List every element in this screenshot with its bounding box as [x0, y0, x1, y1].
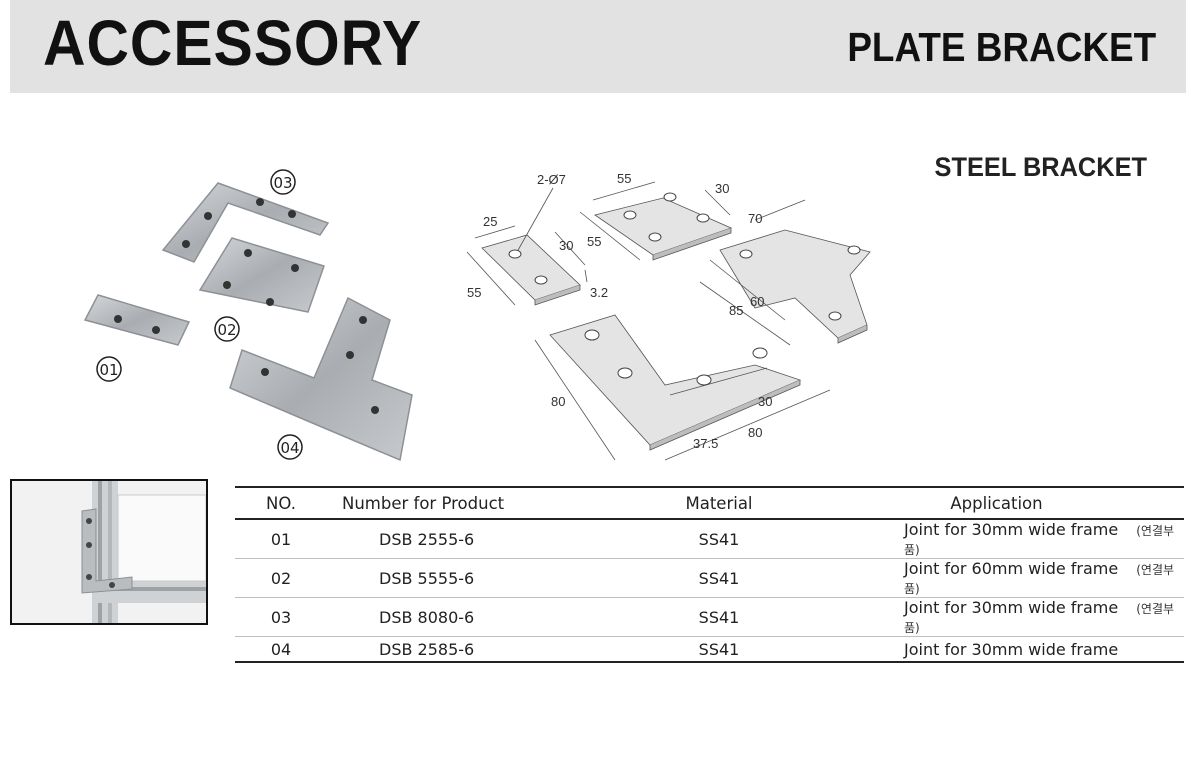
dim-80-bottom: 80	[748, 425, 762, 440]
dim-37-5: 37.5	[693, 436, 718, 451]
photo-label-02: 02	[214, 316, 240, 342]
cell-product: DSB 8080-6	[327, 597, 629, 637]
section-label: STEEL BRACKET	[934, 152, 1147, 182]
dim-60: 60	[750, 294, 764, 309]
table-row: 03 DSB 8080-6 SS41 Joint for 30mm wide f…	[235, 597, 1184, 637]
dim-55-top: 55	[617, 171, 631, 186]
table-row: 01 DSB 2555-6 SS41 Joint for 30mm wide f…	[235, 519, 1184, 559]
cell-application: Joint for 30mm wide frame	[809, 636, 1184, 663]
plate-02-photo	[198, 237, 325, 313]
col-header-product: Number for Product	[327, 486, 629, 520]
table-row: 02 DSB 5555-6 SS41 Joint for 60mm wide f…	[235, 558, 1184, 598]
cell-no: 01	[235, 519, 327, 559]
cell-material: SS41	[629, 558, 809, 598]
photo-label-04: 04	[277, 434, 303, 460]
dimension-drawing: 2-Ø7 25 30 55 3.2 55 30 55 70 60 85 80 3…	[466, 171, 871, 461]
dim-holes: 2-Ø7	[537, 172, 566, 187]
cell-no: 03	[235, 597, 327, 637]
col-header-material: Material	[629, 486, 809, 520]
bracket-mounted-image	[12, 481, 206, 623]
bracket-photo-illustration: 03 02 01 04	[83, 169, 413, 462]
svg-text:01: 01	[99, 361, 118, 379]
cell-no: 02	[235, 558, 327, 598]
page-title: ACCESSORY	[43, 7, 423, 79]
plate-03-photo	[161, 182, 330, 263]
application-text: Joint for 30mm wide frame	[904, 598, 1119, 617]
dim-80-left: 80	[551, 394, 565, 409]
svg-text:02: 02	[217, 321, 236, 339]
dim-85: 85	[729, 303, 743, 318]
photo-label-03: 03	[270, 169, 296, 195]
dim-70: 70	[748, 211, 762, 226]
dim-55-left: 55	[587, 234, 601, 249]
dim-55-small: 55	[467, 285, 481, 300]
header-bar: ACCESSORY PLATE BRACKET	[10, 0, 1186, 93]
col-header-no: NO.	[235, 486, 327, 520]
dim-30-top: 30	[715, 181, 729, 196]
cell-product: DSB 2585-6	[327, 636, 629, 663]
svg-text:04: 04	[280, 439, 299, 457]
application-text: Joint for 60mm wide frame	[904, 559, 1119, 578]
cell-application: Joint for 60mm wide frame(연결부품)	[809, 558, 1184, 598]
application-note: (연결부품)	[904, 563, 1175, 596]
table-header-row: NO. Number for Product Material Applicat…	[235, 486, 1184, 520]
application-text: Joint for 30mm wide frame	[904, 520, 1119, 539]
cell-material: SS41	[629, 519, 809, 559]
table-row: 04 DSB 2585-6 SS41 Joint for 30mm wide f…	[235, 636, 1184, 663]
cell-no: 04	[235, 636, 327, 663]
page-subtitle: PLATE BRACKET	[847, 24, 1156, 70]
cell-product: DSB 2555-6	[327, 519, 629, 559]
plate-04-photo	[229, 296, 413, 462]
dim-30-L: 30	[758, 394, 772, 409]
cell-application: Joint for 30mm wide frame(연결부품)	[809, 519, 1184, 559]
photo-label-01: 01	[96, 356, 122, 382]
bracket-mounted-photo	[10, 479, 208, 625]
dim-25: 25	[483, 214, 497, 229]
application-note: (연결부품)	[904, 602, 1175, 635]
dim-30-small: 30	[559, 238, 573, 253]
cell-material: SS41	[629, 636, 809, 663]
col-header-application: Application	[809, 486, 1184, 520]
cell-material: SS41	[629, 597, 809, 637]
dim-3-2: 3.2	[590, 285, 608, 300]
cell-product: DSB 5555-6	[327, 558, 629, 598]
plate-01-photo	[83, 294, 191, 346]
spec-table: NO. Number for Product Material Applicat…	[235, 486, 1184, 663]
application-note: (연결부품)	[904, 524, 1175, 557]
cell-application: Joint for 30mm wide frame(연결부품)	[809, 597, 1184, 637]
svg-text:03: 03	[273, 174, 292, 192]
application-text: Joint for 30mm wide frame	[904, 639, 1119, 659]
